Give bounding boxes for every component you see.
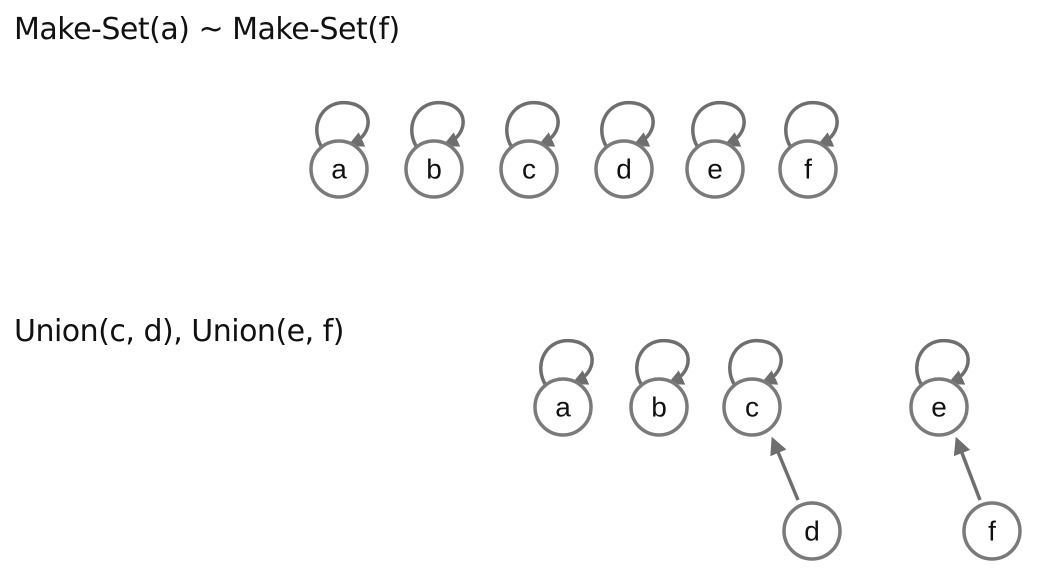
set-node-a: a	[309, 100, 370, 199]
set-node-c: c	[499, 100, 560, 199]
node-label: e	[931, 392, 947, 423]
node-label: b	[426, 154, 442, 185]
edge-f-to-e	[953, 436, 982, 501]
self-loop-arrow	[600, 100, 655, 148]
self-loop-arrow	[539, 338, 594, 386]
self-loop-arrow	[410, 100, 465, 148]
make-set-row: a b c d e f	[309, 100, 839, 199]
edge-d-to-c	[770, 436, 800, 501]
node-label: c	[522, 154, 536, 185]
union-heading: Union(c, d), Union(e, f)	[14, 314, 344, 349]
self-loop-arrow	[915, 338, 970, 386]
node-label: d	[804, 516, 820, 547]
node-label: a	[331, 154, 347, 185]
union-node-b: b	[629, 338, 690, 437]
node-label: a	[555, 392, 571, 423]
make-set-heading: Make-Set(a) ~ Make-Set(f)	[14, 12, 400, 47]
node-label: f	[988, 516, 996, 547]
node-label: b	[651, 392, 667, 423]
set-node-b: b	[404, 100, 465, 199]
union-row: a b c e d f	[533, 338, 1022, 561]
node-label: e	[707, 154, 723, 185]
node-label: d	[616, 154, 632, 185]
set-node-f: f	[778, 100, 839, 199]
set-node-e: e	[685, 100, 746, 199]
self-loop-arrow	[728, 338, 783, 386]
node-label: f	[804, 154, 812, 185]
self-loop-arrow	[505, 100, 560, 148]
node-label: c	[745, 392, 759, 423]
union-node-e: e	[909, 338, 970, 437]
union-node-f: f	[962, 501, 1022, 561]
union-node-d: d	[782, 501, 842, 561]
self-loop-arrow	[635, 338, 690, 386]
union-node-c: c	[722, 338, 783, 437]
self-loop-arrow	[691, 100, 746, 148]
union-node-a: a	[533, 338, 594, 437]
set-node-d: d	[594, 100, 655, 199]
self-loop-arrow	[784, 100, 839, 148]
self-loop-arrow	[315, 100, 370, 148]
